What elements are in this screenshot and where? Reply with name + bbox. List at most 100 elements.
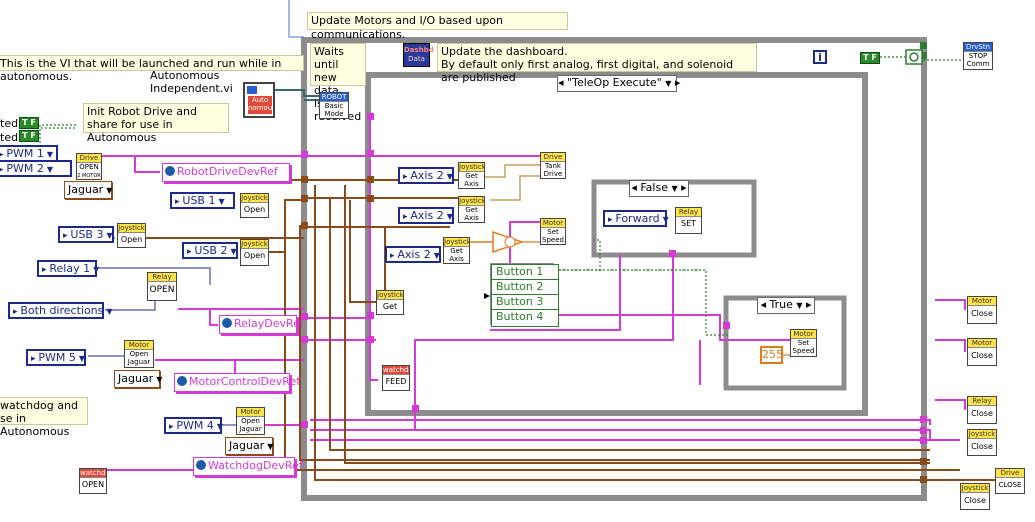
numeric-constant-255[interactable]: 255	[760, 346, 783, 364]
close-motor-vi-1[interactable]: Motor Close	[967, 296, 997, 324]
pwm5-control[interactable]: PWM 5▼	[26, 349, 86, 366]
relay-set-bar: Relay	[676, 208, 701, 217]
motor-set-speed-vi-2[interactable]: Motor Set Speed	[790, 329, 817, 357]
jaguar-ring-1[interactable]: Jaguar▼	[64, 181, 112, 199]
dropdown-arrow-icon: ▼	[446, 212, 453, 221]
joystick-open-vi-1[interactable]: Joystick Open	[240, 193, 269, 218]
jaguar-ring-2[interactable]: Jaguar▼	[114, 370, 163, 388]
axis2-b-label: Axis 2	[410, 209, 444, 222]
both-directions-control[interactable]: Both directions▼	[8, 302, 113, 319]
get-axis-vi-3[interactable]: Joystick Get Axis	[443, 237, 470, 264]
close-joystick-vi-1[interactable]: Joystick Close	[967, 429, 997, 456]
axis2-control-a[interactable]: Axis 2▼	[398, 167, 454, 184]
drvstn-l1: STOP	[968, 52, 988, 60]
joystick-get-vi[interactable]: Joystick Get	[376, 290, 404, 315]
motor-open-vi-b[interactable]: Motor Open Jaguar	[236, 407, 265, 435]
motorcontrol-ref[interactable]: MotorControlDevRef	[174, 373, 300, 392]
relay-set-vi[interactable]: Relay SET	[675, 207, 702, 234]
watchdog-open-bar: watchdo	[80, 469, 107, 478]
main-case-selector[interactable]: ◂ "TeleOp Execute" ▼ ▸	[557, 75, 680, 92]
pwm2-control[interactable]: PWM 2▼	[0, 160, 72, 177]
joy-open-3-l1: Open	[120, 235, 143, 244]
relay-set-l1: SET	[680, 219, 697, 228]
watchdog-line2: se in Autonomous	[0, 412, 70, 438]
true-case-label: True	[769, 298, 793, 311]
watchdog-ref[interactable]: WatchdogDevRef	[193, 457, 302, 476]
pwm1-control[interactable]: PWM 1▼	[0, 145, 58, 162]
true-case-selector[interactable]: ◂ True ▼ ▸	[757, 297, 815, 314]
get-axis-3-l2: Axis	[449, 255, 464, 263]
tank-drive-l1: Tank	[545, 162, 561, 170]
forward-label: Forward	[615, 212, 660, 225]
info-icon[interactable]: i	[813, 50, 827, 64]
relay-open-vi[interactable]: Relay OPEN	[147, 272, 177, 301]
watchdog-line1: watchdog and	[0, 399, 78, 412]
case-right-arrow-icon: ▸	[674, 76, 681, 89]
close-joystick-vi-2[interactable]: Joystick Close	[960, 483, 990, 510]
dashboard-comment: Update the dashboard. By default only fi…	[437, 43, 757, 84]
usb1-label: USB 1	[182, 194, 216, 207]
close-motor-vi-2[interactable]: Motor Close	[967, 338, 997, 366]
close-motor2-bar: Motor	[968, 339, 996, 348]
dropdown-arrow-icon: ▼	[230, 247, 237, 256]
close-relay-vi[interactable]: Relay Close	[967, 396, 997, 424]
close-drive-vi[interactable]: Drive CLOSE	[995, 468, 1025, 494]
joy-open-3-bar: Joystick	[118, 224, 145, 233]
usb3-label: USB 3	[70, 228, 104, 241]
both-directions-label: Both directions	[20, 304, 104, 317]
motor-open-a-l2: Jaguar	[127, 358, 151, 366]
tank-drive-l2: Drive	[543, 170, 563, 178]
usb1-control[interactable]: USB 1▼	[170, 192, 235, 209]
auto-vi-label2: nomous	[248, 104, 275, 112]
forward-control[interactable]: Forward▼	[603, 210, 669, 227]
joystick-open-vi-2[interactable]: Joystick Open	[240, 239, 269, 266]
false-case-selector[interactable]: ◂ False ▼ ▸	[629, 180, 689, 197]
dashboard-data-icon[interactable]: Dashbd Data	[403, 43, 434, 67]
bool-constant-2[interactable]: T F	[19, 130, 39, 142]
dropdown-arrow-icon: ▼	[156, 375, 163, 384]
button-3-field[interactable]: Button 3	[491, 294, 559, 312]
close-relay-l1: Close	[971, 409, 993, 418]
init-drive-line2: share for use in Autonomous	[87, 118, 173, 144]
relay1-control[interactable]: Relay 1▼	[37, 260, 99, 277]
get-axis-vi-1[interactable]: Joystick Get Axis	[458, 162, 485, 189]
dropdown-arrow-icon: ▼	[106, 231, 113, 240]
case-left-arrow-icon: ◂	[558, 76, 564, 89]
robot-basic-mode-vi[interactable]: ROBOT Basic Mode	[319, 92, 349, 119]
dropdown-arrow-icon: ▼	[433, 251, 440, 260]
relay-ref[interactable]: RelayDevRef	[219, 315, 304, 334]
joy-get-l1: Get	[382, 302, 398, 311]
bool-constant-true[interactable]: T F	[860, 52, 880, 64]
motor-set-speed-vi-1[interactable]: Motor Set Speed	[540, 218, 566, 245]
drvstn-stop-comm-vi[interactable]: DrvStn STOP Comm	[963, 42, 993, 70]
motorcontrol-ref-label: MotorControlDevRef	[189, 375, 301, 388]
pwm5-label: PWM 5	[38, 351, 76, 364]
dropdown-arrow-icon: ▼	[662, 215, 669, 224]
watchdog-feed-vi[interactable]: watchdo FEED	[382, 365, 410, 391]
axis2-control-c[interactable]: Axis 2▼	[385, 246, 441, 263]
usb2-control[interactable]: USB 2▼	[182, 242, 238, 259]
get-axis-2-l1: Get	[465, 206, 478, 214]
bool-constant-1[interactable]: T F	[19, 117, 39, 129]
tank-drive-vi[interactable]: Drive Tank Drive	[540, 152, 566, 179]
watchdog-feed-bar: watchdo	[383, 366, 410, 375]
globe-icon	[177, 376, 187, 386]
relay-open-bar: Relay	[148, 273, 176, 282]
robotdrive-ref[interactable]: RobotDriveDevRef	[162, 163, 290, 182]
case-right-arrow-icon: ▸	[681, 181, 687, 194]
pwm4-control[interactable]: PWM 4▼	[164, 417, 223, 434]
watchdog-open-vi[interactable]: watchdo OPEN	[79, 468, 107, 494]
drive-open-vi[interactable]: Drive OPEN 2 MOTOR	[76, 153, 102, 180]
usb3-control[interactable]: USB 3▼	[58, 226, 114, 243]
button-4-field[interactable]: Button 4	[491, 309, 559, 327]
jaguar-ring-3[interactable]: Jaguar▼	[225, 437, 273, 455]
axis2-control-b[interactable]: Axis 2▼	[398, 207, 454, 224]
drvstn-bar: DrvStn	[964, 43, 992, 52]
close-motor2-l1: Close	[971, 351, 993, 360]
get-axis-vi-2[interactable]: Joystick Get Axis	[458, 196, 485, 223]
autonomous-vi-icon[interactable]: Auto nomous	[243, 82, 275, 118]
motor-open-vi-a[interactable]: Motor Open Jaguar	[124, 340, 154, 368]
robot-mode-l2: Mode	[324, 110, 344, 118]
button-1-field[interactable]: Button 1	[491, 264, 559, 282]
joystick-open-vi-3[interactable]: Joystick Open	[117, 223, 146, 248]
